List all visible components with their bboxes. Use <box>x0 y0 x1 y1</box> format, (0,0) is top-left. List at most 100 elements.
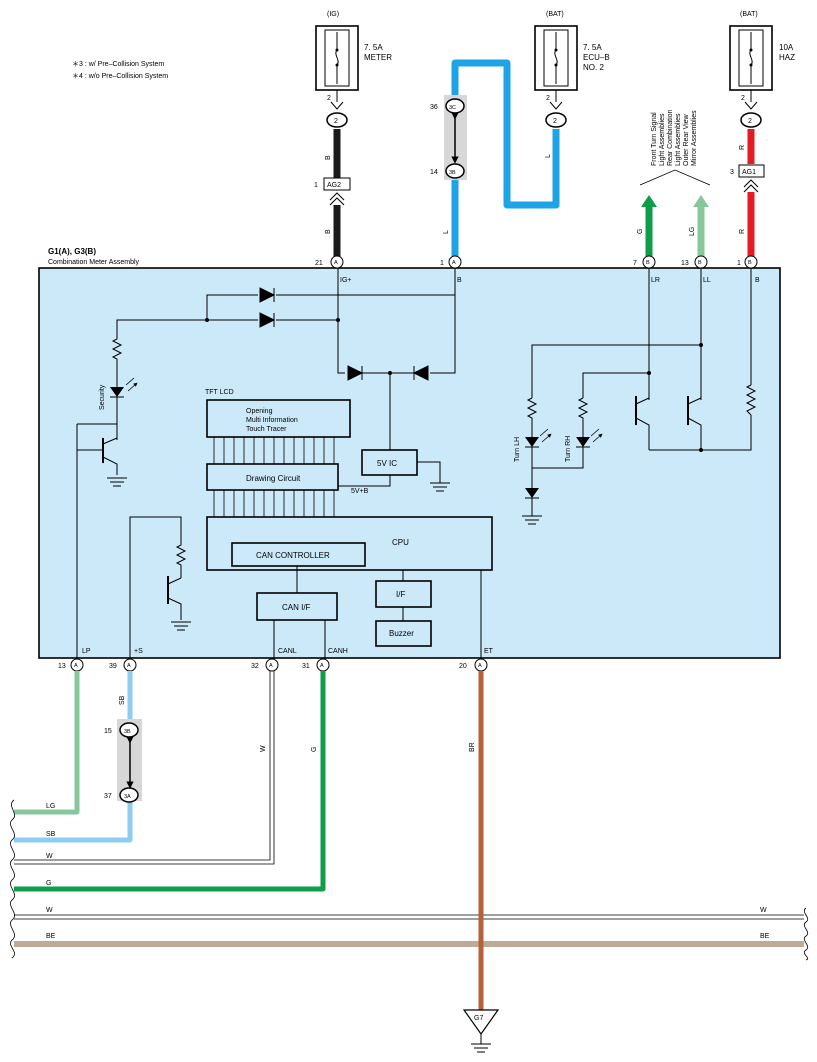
pin-et-label: ET <box>484 648 494 655</box>
pin-canl-label: CANL <box>278 648 297 655</box>
can-if-label: CAN I/F <box>282 603 311 612</box>
wire-haz-red: 2 R R AG1 3 <box>730 90 765 262</box>
wire-lr-color: G <box>637 229 644 234</box>
fuse-ecu-b: (BAT) 7. 5A ECU–B NO. 2 <box>534 11 610 91</box>
turn-label-2: Rear Combination <box>667 109 674 166</box>
turn-label-3: Light Assemblies <box>675 113 682 166</box>
pin-lr-label: LR <box>651 277 660 284</box>
internal-circuit: Security 5V IC 5V+B TFT LCD Opening Mult… <box>76 268 757 662</box>
wire-meter-color-lower: B <box>325 229 332 234</box>
pin-lr-conn: B <box>646 260 650 266</box>
conn-meter-pin: 2 <box>334 118 338 125</box>
fuse-meter-source: (IG) <box>327 11 339 18</box>
junction-ag2-pin: 1 <box>314 182 318 189</box>
cpu-label: CPU <box>392 538 409 547</box>
junction-ag1-pin: 3 <box>730 169 734 176</box>
turn-label-0: Front Turn Signal <box>651 112 658 166</box>
fuse-ecu-b-pin: 2 <box>546 95 550 102</box>
ic-5v-label: 5V IC <box>377 459 397 468</box>
fuse-ecu-b-rating: 7. 5A <box>583 43 602 52</box>
wire-haz-color-upper: R <box>739 145 746 150</box>
pin-lp-conn: A <box>74 663 78 669</box>
pin-ig-conn: A <box>334 260 338 266</box>
pin-s-num: 39 <box>109 663 117 670</box>
note-no-pre-collision: ＊4 : w/o Pre–Collision System <box>72 73 168 80</box>
wire-canl-color: W <box>260 745 267 752</box>
fuse-meter-rating: 7. 5A <box>364 43 383 52</box>
pin-ig-label: IG+ <box>340 277 351 284</box>
pin-et-num: 20 <box>459 663 467 670</box>
bottom-pins: LP A 13 +S A 39 CANL A 32 CANH A 31 ET A… <box>58 648 494 672</box>
junction-3a-num: 37 <box>104 793 112 800</box>
fuse-ecu-b-source: (BAT) <box>546 11 564 18</box>
pin-canh-num: 31 <box>302 663 310 670</box>
wire-meter-color-upper: B <box>325 155 332 160</box>
junction-3b-num: 14 <box>430 169 438 176</box>
fuse-meter: (IG) 7. 5A METER <box>315 11 392 91</box>
pin-canh-conn: A <box>320 663 324 669</box>
pin-haz-conn: B <box>748 260 752 266</box>
junction-3c-num: 36 <box>430 104 438 111</box>
lower-wires: 3B 15 3A 37 SB W G BR G7 LG SB W G W W B… <box>10 671 809 1053</box>
bus-label-be: BE <box>46 933 56 940</box>
turn-rh-label: Turn RH <box>565 436 572 462</box>
pin-lr-num: 7 <box>633 260 637 267</box>
turn-signal-destinations: Front Turn Signal Light Assemblies Rear … <box>651 109 698 166</box>
fuse-ecu-b-name: ECU–B <box>583 53 610 62</box>
pin-ll-num: 13 <box>681 260 689 267</box>
fuse-haz-pin: 2 <box>741 95 745 102</box>
turn-label-5: Mirror Assemblies <box>691 110 698 166</box>
turn-label-4: Outer Rear View <box>683 113 690 166</box>
junction-3b-conn: 3B <box>449 170 456 176</box>
wire-ll-color: LG <box>689 227 696 236</box>
wire-ecu-b-color-right: L <box>545 154 552 158</box>
top-pins: A 21 IG+ A 1 B B 7 LR B 13 LL B 1 B <box>315 255 760 284</box>
fuse-ecu-b-name2: NO. 2 <box>583 63 604 72</box>
conn-ecu-b-pin: 2 <box>553 118 557 125</box>
wire-ecu-b-color-left: L <box>443 230 450 234</box>
opening-line2: Multi Information <box>246 417 298 424</box>
junction-3c-conn: 3C <box>449 105 456 111</box>
pin-canh-label: CANH <box>328 648 348 655</box>
turn-label-1: Light Assemblies <box>659 113 666 166</box>
fuse-meter-pin: 2 <box>327 95 331 102</box>
pin-s-conn: A <box>127 663 131 669</box>
bus-label-sb: SB <box>46 831 56 838</box>
wire-s-color: SB <box>119 695 126 705</box>
pin-canl-num: 32 <box>251 663 259 670</box>
wire-haz-color-lower: R <box>739 229 746 234</box>
junction-3b-lower-conn: 3B <box>124 729 131 735</box>
pin-ig-num: 21 <box>315 260 323 267</box>
pin-s-label: +S <box>134 648 143 655</box>
fuse-meter-name: METER <box>364 53 392 62</box>
pin-et-conn: A <box>478 663 482 669</box>
can-controller-label: CAN CONTROLLER <box>256 551 330 560</box>
tft-label: TFT LCD <box>205 389 234 396</box>
fuse-haz-rating: 10A <box>779 43 794 52</box>
pin-b-label: B <box>457 277 462 284</box>
wire-ecu-b-blue: 2 L L <box>443 59 563 262</box>
wire-canh-color: G <box>311 747 318 752</box>
junction-ag2: AG2 <box>327 182 341 189</box>
if-label: I/F <box>396 590 405 599</box>
bus-label-g: G <box>46 880 51 887</box>
note-pre-collision: ＊3 : w/ Pre–Collision System <box>72 61 164 68</box>
pin-ll-conn: B <box>698 260 702 266</box>
opening-line3: Touch Tracer <box>246 426 287 433</box>
bus-label-w2: W <box>46 907 53 914</box>
plus5-label: 5V+B <box>351 488 369 495</box>
fuse-haz-name: HAZ <box>779 53 795 62</box>
pin-b-conn: A <box>452 260 456 266</box>
assembly-id: G1(A), G3(B) <box>48 247 96 256</box>
bus-label-w2-right: W <box>760 907 767 914</box>
conn-haz-pin: 2 <box>748 118 752 125</box>
pin-lp-num: 13 <box>58 663 66 670</box>
junction-3b-lower-num: 15 <box>104 728 112 735</box>
bus-label-w1: W <box>46 853 53 860</box>
wire-meter-black: 2 B B AG2 1 <box>314 90 351 262</box>
pin-haz-num: 1 <box>737 260 741 267</box>
pin-haz-label: B <box>755 277 760 284</box>
fuse-haz-source: (BAT) <box>740 11 758 18</box>
security-label: Security <box>99 384 106 410</box>
